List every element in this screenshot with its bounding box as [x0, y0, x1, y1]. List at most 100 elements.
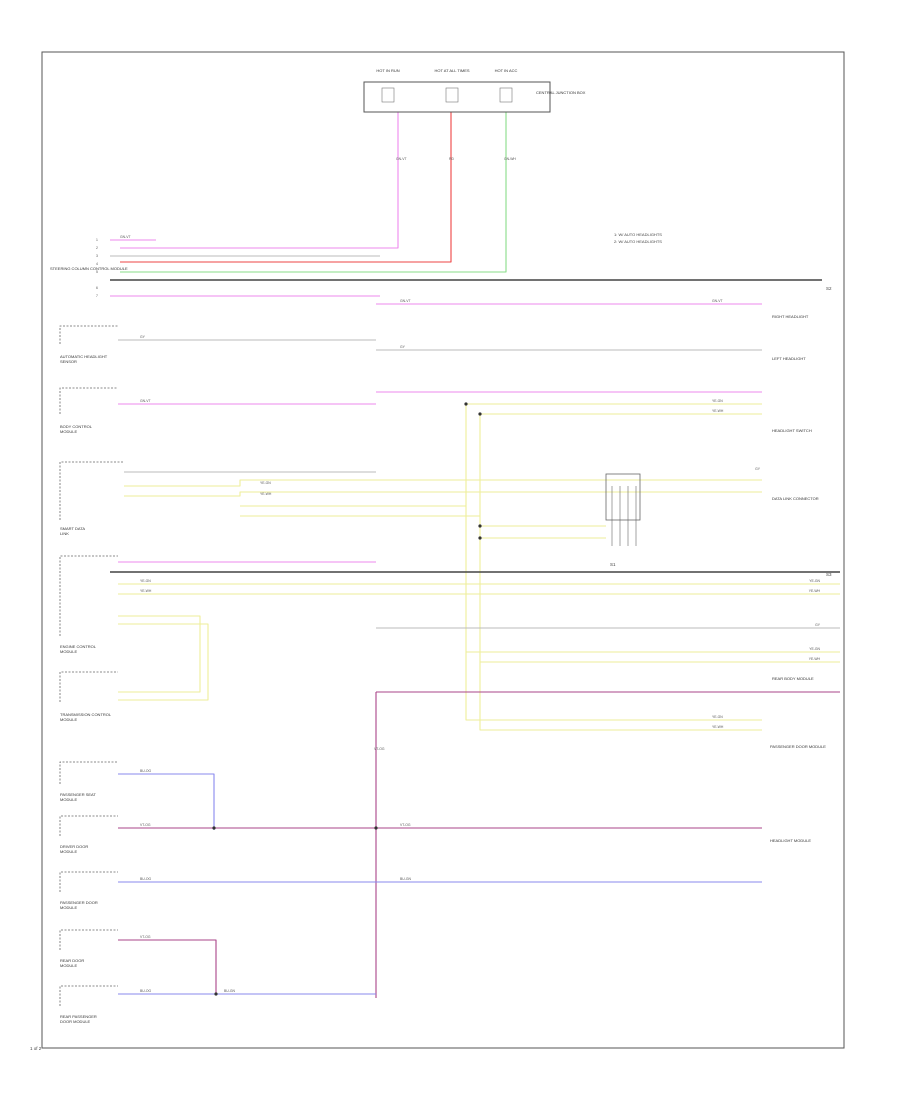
loop-ye-2	[118, 623, 209, 701]
wire-rpdm-blue-label: BU-OG	[140, 989, 151, 993]
wire-hs-ye2-label: YE-WH	[712, 409, 724, 413]
comp-box-4	[59, 555, 118, 636]
violet-trunk-label: VT-OG	[374, 747, 385, 751]
fuse-box	[363, 81, 551, 113]
wire-ecm-ye2-label-r: YE-WH	[809, 589, 821, 593]
top-pin-6: 7	[96, 294, 98, 298]
comp-box-2	[59, 387, 118, 414]
wire-ecm-ye1-label: YE-GN	[140, 579, 151, 583]
wire-pdm-blue-label2: BU-GN	[400, 877, 411, 881]
fuse-0	[381, 87, 395, 103]
splice-dot-d	[478, 536, 482, 540]
wire-rbm-ye2-label: YE-WH	[809, 657, 821, 661]
wire-sdl-ye1	[124, 479, 762, 487]
feed-pink	[120, 112, 399, 249]
splice-dot-f	[374, 826, 378, 830]
wire-ddm-violet-label: VT-OG	[140, 823, 151, 827]
left-comp-8-line2: MODULE	[60, 905, 77, 910]
comp-box-8	[59, 871, 118, 892]
wire-psm-blue-label: BU-OG	[140, 769, 151, 773]
components-group	[59, 81, 641, 1006]
left-comp-8-line1: PASSENGER DOOR	[60, 900, 98, 905]
splice-dot-b	[478, 412, 482, 416]
frame-group	[41, 51, 845, 1049]
fuse-2	[499, 87, 513, 103]
wire-rpdm-blue-label2: BU-GN	[224, 989, 235, 993]
wire-right-hl-label2: GN-VT	[712, 299, 723, 303]
bus-vert-ye-2	[479, 414, 762, 731]
left-comp-2-line2: MODULE	[60, 429, 77, 434]
wire-hs-ye1-label: YE-GN	[712, 399, 723, 403]
left-comp-2-line1: BODY CONTROL	[60, 424, 93, 429]
left-comp-10-line1: REAR PASSENGER	[60, 1014, 97, 1019]
splice-dot-g	[214, 992, 218, 996]
wire-dlc-gy-label: GY	[755, 467, 761, 471]
right-comp-5: REAR BODY MODULE	[772, 676, 814, 681]
top-pin-0: 1	[96, 238, 98, 242]
wire-pdm-blue-label: BU-OG	[140, 877, 151, 881]
comp-box-3	[59, 461, 124, 520]
comp-box-9	[59, 929, 118, 950]
wire-ecm-ye1-label-r: YE-GN	[809, 579, 820, 583]
fuse-label-1: HOT AT ALL TIMES	[434, 68, 469, 73]
wire-left-hl-label: GY	[400, 345, 406, 349]
wire-sdl-ye2	[124, 491, 762, 497]
right-comp-6: PASSENGER DOOR MODULE	[770, 744, 826, 749]
left-comp-5-line1: TRANSMISSION CONTROL	[60, 712, 112, 717]
left-comp-9-line1: REAR DOOR	[60, 958, 84, 963]
loop-ye-1	[118, 615, 201, 693]
top-pin-5: 6	[96, 286, 98, 290]
top-pin-3: 4	[96, 262, 98, 266]
comp-box-6	[59, 761, 118, 784]
left-comp-6-line2: MODULE	[60, 797, 77, 802]
right-comp-2: HEADLIGHT SWITCH	[772, 428, 812, 433]
fuse-1	[445, 87, 459, 103]
comp-box-5	[59, 671, 118, 702]
comp-box-10	[59, 985, 118, 1006]
left-comp-7-line2: MODULE	[60, 849, 77, 854]
left-comp-1-line1: AUTOMATIC HEADLIGHT	[60, 354, 108, 359]
left-comp-0: STEERING COLUMN CONTROL MODULE	[50, 266, 128, 271]
feed-green-label: GN-WH	[504, 157, 516, 161]
left-comp-5-line2: MODULE	[60, 717, 77, 722]
fuse-label-2: HOT IN ACC	[495, 68, 518, 73]
left-comp-9-line2: MODULE	[60, 963, 77, 968]
top-row-0-label: GN-VT	[120, 235, 131, 239]
bus-ye-2-label: YE-WH	[712, 725, 724, 729]
left-comp-4-line1: ENGINE CONTROL	[60, 644, 97, 649]
left-comp-3-line1: SMART DATA	[60, 526, 85, 531]
wire-sdl-ye1-label: YE-GN	[260, 481, 271, 485]
splice-dot-c	[478, 524, 482, 528]
wire-sdl-ye2-label: YE-WH	[260, 492, 272, 496]
splice-label-s1: S1	[610, 562, 616, 567]
wire-rdm-violet-label: VT-OG	[140, 935, 151, 939]
splice-label-s3: S3	[826, 572, 832, 577]
page-reference: 1 of 2	[30, 1046, 42, 1051]
left-comp-7-line1: DRIVER DOOR	[60, 844, 88, 849]
wire-bcm-pink-label: GN-VT	[140, 399, 151, 403]
wire-ecm-ye2-label: YE-WH	[140, 589, 152, 593]
splice-label-s2: S2	[826, 286, 832, 291]
wire-psm-blue	[118, 773, 215, 830]
note-2: 2: W/ AUTO HEADLIGHTS	[614, 239, 662, 244]
right-comp-0: RIGHT HEADLIGHT	[772, 314, 809, 319]
bus-vert-ye-1	[465, 404, 762, 721]
wire-rbm-ye1-label: YE-GN	[809, 647, 820, 651]
splice-dot-a	[464, 402, 468, 406]
left-comp-10-line2: DOOR MODULE	[60, 1019, 91, 1024]
right-comp-4: HEADLIGHT MODULE	[770, 838, 811, 843]
feed-red-label: RD	[449, 157, 454, 161]
bus-ye-1-label: YE-GN	[712, 715, 723, 719]
splice-dot-e	[212, 826, 216, 830]
